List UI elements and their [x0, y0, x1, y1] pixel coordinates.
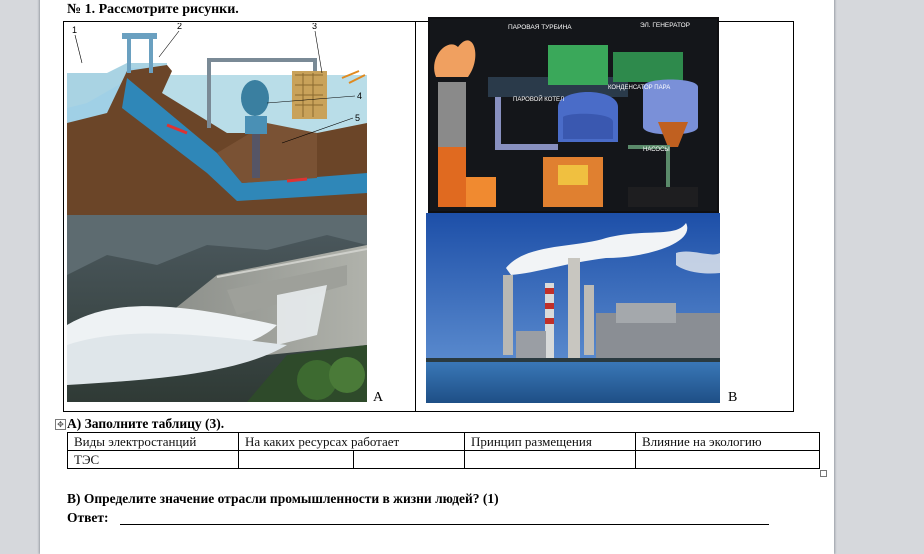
document-page: № 1. Рассмотрите рисунки. 1 2 3 4 5: [40, 0, 834, 554]
hydro-plant-diagram: 1 2 3 4 5: [67, 23, 367, 215]
callout-3: 3: [312, 23, 317, 31]
label-condenser: КОНДЕНСАТОР ПАРА: [608, 85, 670, 91]
callout-5: 5: [355, 113, 360, 123]
table-cell-resources[interactable]: [238, 450, 465, 469]
figure-divider: [415, 21, 416, 412]
table-header-cell: Влияние на экологию: [635, 432, 820, 451]
table-header-cell: На каких ресурсах работает: [238, 432, 465, 451]
callout-2: 2: [177, 23, 182, 31]
task-title: № 1. Рассмотрите рисунки.: [67, 2, 239, 17]
callout-1: 1: [72, 25, 77, 35]
answer-line[interactable]: [120, 524, 769, 525]
figure-label-b: В: [728, 390, 738, 405]
task-a-title: А) Заполните таблицу (3).: [67, 416, 225, 431]
label-steam-boiler: ПАРОВОЙ КОТЕЛ: [513, 95, 564, 103]
table-cell-ecology[interactable]: [635, 450, 820, 469]
hydro-dam-photo: [67, 215, 367, 402]
task-b-question: В) Определите значение отрасли промышлен…: [67, 491, 499, 506]
table-cell-location[interactable]: [464, 450, 636, 469]
callout-4: 4: [357, 91, 362, 101]
table-resize-handle[interactable]: [820, 470, 827, 477]
figure-label-a: А: [373, 390, 384, 405]
thermal-plant-diagram: ПАРОВАЯ ТУРБИНА ЭЛ. ГЕНЕРАТОР КОНДЕНСАТО…: [428, 17, 719, 213]
table-header-row: Виды электростанций На каких ресурсах ра…: [67, 432, 820, 451]
table-header-cell: Виды электростанций: [67, 432, 239, 451]
table-header-cell: Принцип размещения: [464, 432, 636, 451]
table-move-handle[interactable]: ✥: [55, 419, 66, 430]
table-row: ТЭС: [67, 450, 820, 469]
label-el-generator: ЭЛ. ГЕНЕРАТОР: [640, 22, 690, 29]
table-cell-plant-type[interactable]: ТЭС: [67, 450, 239, 469]
label-pumps: НАСОСЫ: [643, 147, 670, 153]
thermal-plant-photo: [426, 213, 720, 403]
answer-label: Ответ:: [67, 510, 109, 525]
power-plants-table: Виды электростанций На каких ресурсах ра…: [67, 432, 820, 469]
label-steam-turbine: ПАРОВАЯ ТУРБИНА: [508, 24, 572, 31]
